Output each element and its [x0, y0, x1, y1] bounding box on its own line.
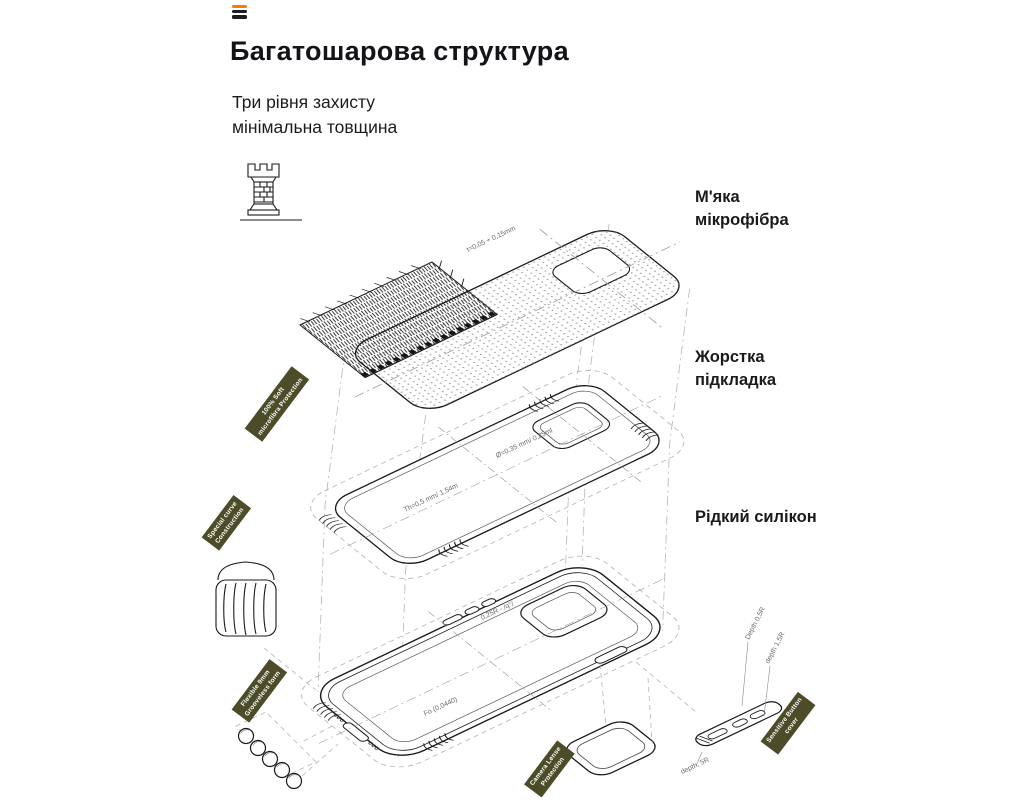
- logo-bar: [232, 10, 247, 14]
- microfiber-fur-patch: [295, 260, 504, 378]
- subtitle-line-2: мінімальна товщина: [232, 116, 398, 137]
- subtitle-line-1: Три рівня захисту: [232, 92, 375, 112]
- charging-port: [333, 714, 379, 750]
- side-button-cutout: [593, 645, 629, 664]
- layer-silicone-case: [257, 530, 724, 794]
- dimension-leaders: [695, 641, 771, 767]
- speaker-holes-detail: [235, 711, 317, 790]
- anno-button-depth-3: depth, 5R: [680, 757, 710, 776]
- camera-opening-case: [514, 582, 613, 641]
- logo-bar: [232, 15, 247, 19]
- side-button-rail-detail: [692, 699, 785, 748]
- layer-hard-backing: [271, 347, 723, 602]
- menu-bars-logo-icon: [232, 5, 247, 19]
- anno-sheet-thickness: t=0,05 + 0,15mm: [466, 225, 517, 254]
- castle-tower-icon: [240, 163, 302, 221]
- detail-links: [263, 647, 697, 777]
- layer-microfiber-sheet: [293, 192, 743, 447]
- page-title: Багатошарова структура: [230, 36, 569, 66]
- label-soft-microfiber: М'яка мікрофібра: [695, 188, 789, 230]
- label-hard-backing: Жорстка підкладка: [695, 348, 777, 390]
- corner-bumper-detail: [215, 561, 277, 637]
- subtitle: Три рівня захисту мінімальна товщина: [232, 90, 397, 140]
- label-liquid-silicone: Рідкий силікон: [695, 508, 817, 526]
- anno-button-depth-2: depth 1,5R: [765, 631, 787, 665]
- logo-bar-orange: [232, 5, 247, 9]
- anno-button-depth-1: Depth 0,5R: [745, 606, 767, 641]
- camera-lens-detail: [560, 718, 662, 779]
